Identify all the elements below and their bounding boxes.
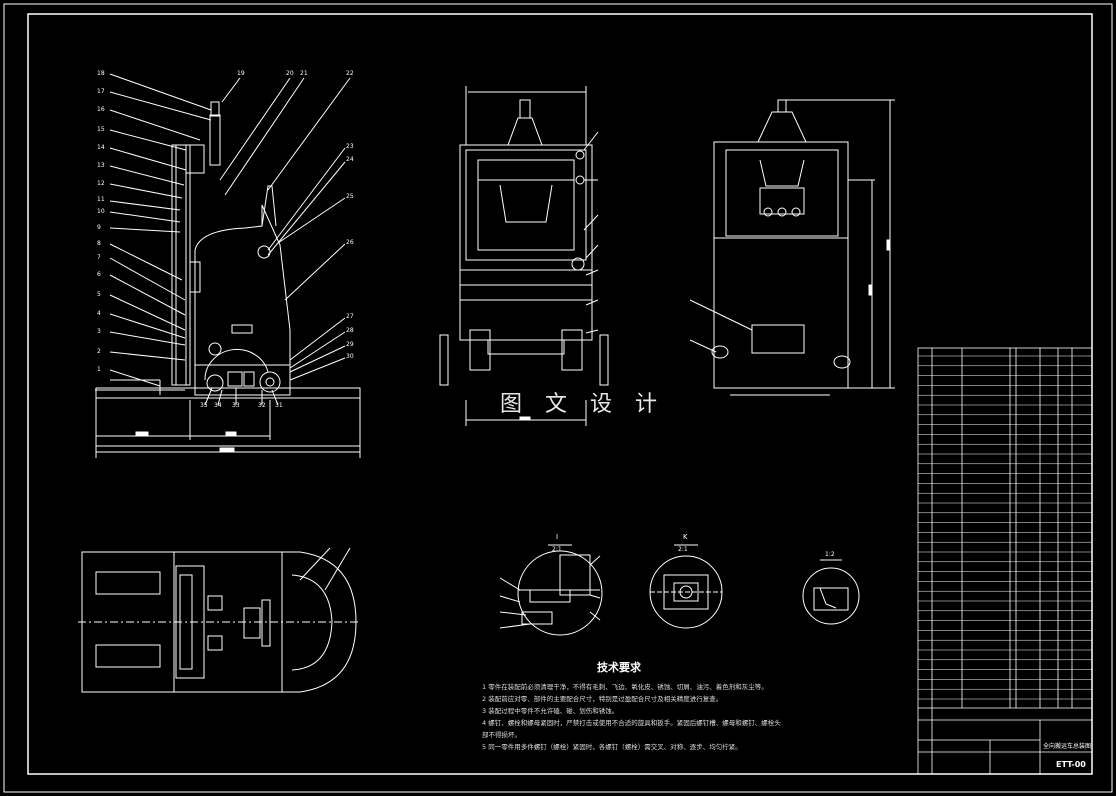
callout-number: 21 [300,70,308,77]
callout-number: 33 [232,402,240,409]
callout-number: 8 [97,240,101,247]
watermark: 图 文 设 计 [500,392,665,417]
tech-requirement-item: 5 同一零件用多件螺钉（螺栓）紧固时，各螺钉（螺栓）需交叉、对称、逐步、均匀拧紧… [482,743,742,751]
callout-number: 3 [97,328,101,335]
detail-label-i: I [556,533,559,541]
tech-requirement-item: 部不得损坏。 [482,731,521,739]
callout-number: 23 [346,143,354,150]
parts-list-rows [918,355,1092,700]
callout-number: 22 [346,70,354,77]
callout-number: 2 [97,348,101,355]
callout-number: 9 [97,224,101,231]
detail-scale-k: 2:1 [678,546,688,553]
detail-scale-i: 2:1 [552,546,562,553]
callout-number: 10 [97,208,105,215]
callout-number: 35 [200,402,208,409]
detail-view-k [649,544,723,629]
callout-number: 15 [97,126,105,133]
tech-requirement-item: 2 装配前应对零、部件的主要配合尺寸，特别是过盈配合尺寸及相关精度进行复查。 [482,695,723,703]
callout-number: 16 [97,106,105,113]
callout-number: 1 [97,366,101,373]
callout-number: 13 [97,162,105,169]
callout-number: 29 [346,341,354,348]
callout-number: 14 [97,144,105,151]
callout-number: 24 [346,156,354,163]
front-view [439,86,609,426]
detail-view-3 [802,559,860,625]
side-view [95,73,361,458]
callout-number: 34 [214,402,222,409]
rear-view [689,99,895,396]
detail-scale-3: 1:2 [825,551,835,558]
callout-number: 30 [346,353,354,360]
callout-number: 18 [97,70,105,77]
tech-requirement-item: 1 零件在装配前必须清理干净，不得有毛刺、飞边、氧化皮、锈蚀、切屑、油污、着色剂… [482,683,768,691]
callout-number: 31 [275,402,283,409]
callout-number: 17 [97,88,105,95]
callout-number: 7 [97,254,101,261]
detail-view-i [499,544,603,636]
top-view [78,547,360,693]
outer-frame [3,3,1113,793]
callout-number: 5 [97,291,101,298]
drawing-name: 全向搬运车总装图 [1043,743,1092,750]
tech-requirements-title: 技术要求 [597,661,641,674]
callout-number: 20 [286,70,294,77]
drawing-code: ETT-00 [1056,760,1086,769]
callout-number: 28 [346,327,354,334]
tech-requirement-item: 3 装配过程中零件不允许磕、碰、划伤和锈蚀。 [482,707,619,715]
parts-list-table [917,347,1093,775]
tech-requirement-item: 4 螺钉、螺栓和螺母紧固时，严禁打击或使用不合适的旋具和扳手。紧固后螺钉槽、螺母… [482,719,781,727]
callout-number: 32 [258,402,266,409]
callout-number: 19 [237,70,245,77]
callout-number: 27 [346,313,354,320]
callout-number: 6 [97,271,101,278]
callout-number: 4 [97,310,101,317]
detail-label-k: K [683,533,688,541]
callout-number: 12 [97,180,105,187]
callout-number: 25 [346,193,354,200]
callout-number: 26 [346,239,354,246]
callout-number: 11 [97,196,105,203]
